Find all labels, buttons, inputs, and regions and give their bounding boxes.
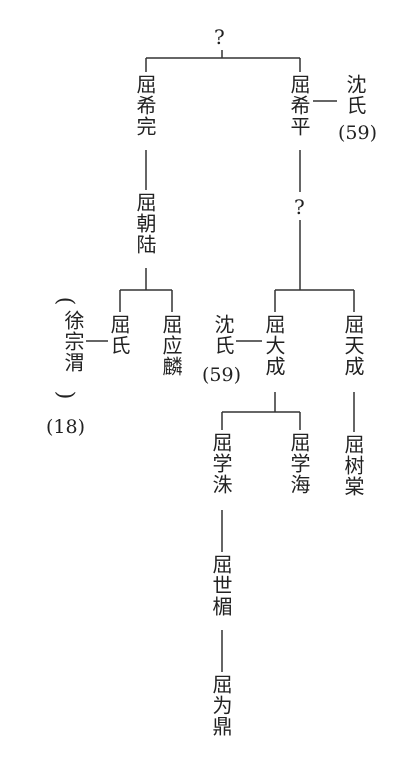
person-qu-xuezhu: 屈学洙 (209, 432, 233, 495)
person-qu-weiding: 屈为鼎 (209, 674, 233, 737)
person-qu-xiping: 屈希平 (287, 74, 311, 137)
person-qu-xiwan: 屈希完 (133, 74, 157, 137)
spouse-shen-shi-mid: 沈氏 (211, 314, 235, 356)
person-qu-dacheng: 屈大成 (262, 314, 286, 377)
person-qu-xuehai: 屈学海 (287, 432, 311, 495)
person-qu-chaolu: 屈朝陆 (133, 192, 157, 255)
person-qu-shi: 屈氏 (107, 314, 131, 356)
spouse-shen-shi-top-ref: (59) (338, 122, 378, 144)
spouse-shen-shi-mid-ref: (59) (202, 364, 242, 386)
person-qu-shutang: 屈树棠 (341, 434, 365, 497)
unknown-descendant-mark: ? (294, 195, 305, 219)
spouse-xu-zongwei: 徐宗渭 (61, 310, 85, 373)
xu-close-paren: ) (52, 390, 78, 400)
spouse-xu-zongwei-ref: (18) (46, 416, 86, 438)
xu-open-paren: ( (52, 296, 78, 306)
person-qu-shimei: 屈世楣 (209, 554, 233, 617)
person-qu-tiancheng: 屈天成 (341, 314, 365, 377)
spouse-shen-shi-top: 沈氏 (343, 74, 367, 116)
unknown-ancestor-mark: ? (214, 25, 225, 49)
person-qu-yinglin: 屈应麟 (159, 314, 183, 377)
